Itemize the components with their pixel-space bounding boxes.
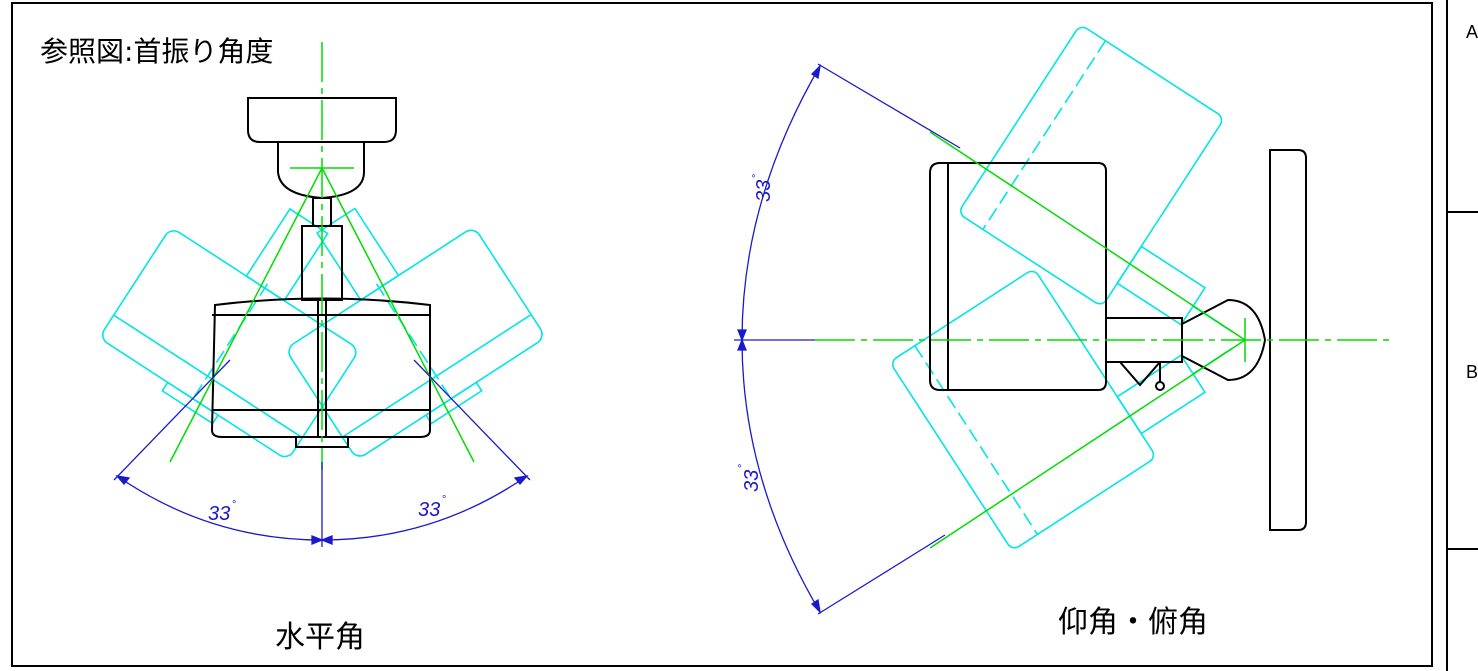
ghost-body-down <box>891 270 1233 549</box>
page-title: 参照図:首振り角度 <box>40 35 274 68</box>
horizontal-caption: 水平角 <box>275 620 365 655</box>
horizontal-view: 33 ° 33 ° <box>102 42 543 547</box>
main-border <box>11 2 1433 667</box>
ghost-body-left <box>102 207 357 458</box>
horizontal-angle-left: 33 <box>208 503 230 525</box>
horizontal-dimension <box>113 359 531 547</box>
elevation-degree-down: ° <box>737 464 749 468</box>
horizontal-degree-left: ° <box>232 499 236 511</box>
camera-body-front <box>210 97 431 448</box>
elevation-caption: 仰角・俯角 <box>1058 605 1208 640</box>
horizontal-centerlines <box>169 42 475 470</box>
horizontal-angle-right: 33 <box>418 499 440 521</box>
side-label-b: B <box>1466 362 1478 382</box>
elevation-view: 33 ° 33 ° <box>734 26 1390 615</box>
horizontal-degree-right: ° <box>442 494 446 506</box>
elevation-degree-up: ° <box>751 174 763 178</box>
elevation-angle-up: 33 <box>753 180 775 202</box>
elevation-angle-down: 33 <box>741 470 763 492</box>
camera-body-side <box>929 149 1307 531</box>
ghost-body-right <box>288 207 543 457</box>
ghost-body-up <box>960 26 1233 333</box>
elevation-centerlines <box>815 131 1390 549</box>
side-label-a: A <box>1466 22 1478 42</box>
elevation-dimension <box>734 63 961 615</box>
